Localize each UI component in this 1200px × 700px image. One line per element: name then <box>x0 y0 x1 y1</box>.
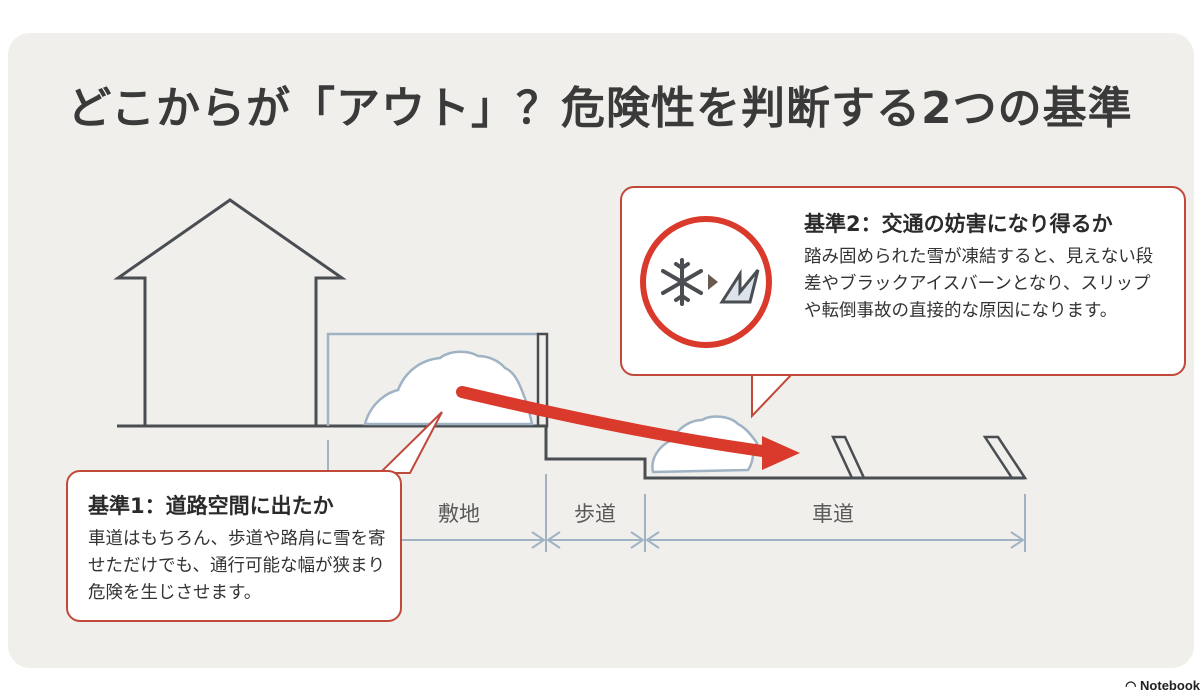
criterion1-heading: 基準1：道路空間に出たか <box>88 494 334 518</box>
criterion2-body: 踏み固められた雪が凍結すると、見えない段差やブラックアイスバーンとなり、スリップ… <box>804 247 1154 321</box>
criterion2-callout: 基準2：交通の妨害になり得るか 踏み固められた雪が凍結すると、見えない段差やブラ… <box>620 186 1186 376</box>
zone-label-roadway: 車道 <box>812 502 854 526</box>
arrow-head <box>762 436 800 470</box>
snow-pile-site <box>363 350 534 426</box>
snowflake-to-ice-icon <box>640 216 772 348</box>
snowflake-icon <box>661 258 703 306</box>
brand-watermark: ◠ Notebook <box>1125 678 1200 693</box>
brand-logo-icon: ◠ <box>1125 678 1141 693</box>
site-wall <box>326 332 540 426</box>
criterion1-body: 車道はもちろん、歩道や路肩に雪を寄せただけでも、通行可能な幅が狭まり危険を生じさ… <box>88 529 386 603</box>
zone-label-site: 敷地 <box>438 502 480 526</box>
house-icon <box>113 198 347 425</box>
snow-movement-arrow <box>456 386 776 458</box>
arrow-right-icon <box>708 274 718 290</box>
criterion1-callout: 基準1：道路空間に出たか 車道はもちろん、歩道や路肩に雪を寄せただけでも、通行可… <box>66 470 402 622</box>
ice-crack-icon <box>719 268 760 304</box>
gate-post <box>536 332 549 428</box>
zone-label-sidewalk: 歩道 <box>574 502 616 526</box>
bubble2-pointer <box>751 373 795 419</box>
page-title: どこからが「アウト」？危険性を判断する2つの基準 <box>67 83 1133 134</box>
criterion2-heading: 基準2：交通の妨害になり得るか <box>804 212 1113 236</box>
curb-and-road-line <box>544 426 1025 480</box>
lane-marking <box>831 435 866 480</box>
lane-marking <box>982 435 1028 480</box>
